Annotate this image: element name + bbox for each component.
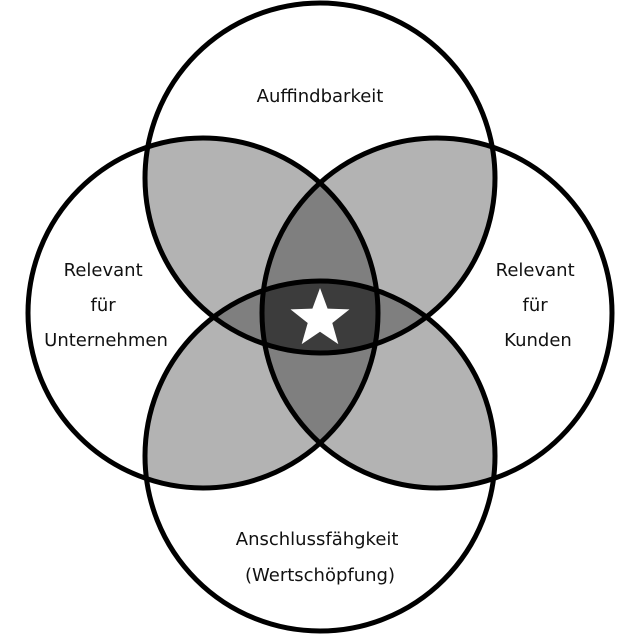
circle-left — [25, 135, 381, 491]
label-right: Relevant für Kunden — [496, 260, 581, 351]
circle-top — [142, 0, 498, 356]
circle-right — [259, 135, 615, 491]
label-left: Relevant für Unternehmen — [44, 260, 168, 351]
circle-bottom — [142, 278, 498, 634]
label-top: Auffindbarkeit — [257, 86, 384, 107]
label-bottom: Anschlussfähgkeit (Wertschöpfung) — [236, 529, 404, 586]
star-icon — [290, 288, 350, 345]
circle-outlines — [25, 0, 615, 634]
